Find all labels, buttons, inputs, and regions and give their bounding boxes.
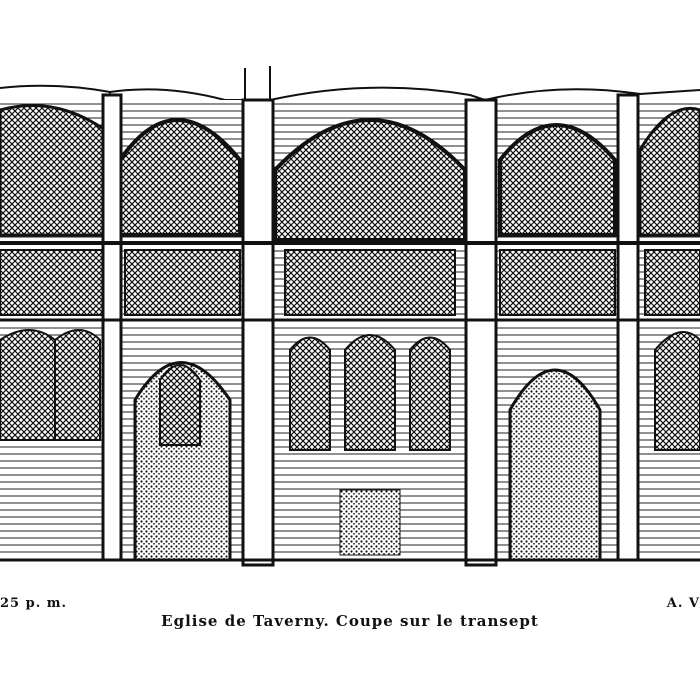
bay-2 <box>118 118 242 562</box>
engraving-transept-section <box>0 66 700 567</box>
piers <box>101 93 640 567</box>
bay-1 <box>0 104 107 441</box>
bay-4 <box>498 123 617 562</box>
plate-caption: Eglise de Taverny. Coupe sur le transept <box>161 612 539 630</box>
bay-3-crossing <box>273 118 467 556</box>
scale-note: 25 p. m. <box>0 596 68 611</box>
author-signature: A. V <box>666 596 700 611</box>
